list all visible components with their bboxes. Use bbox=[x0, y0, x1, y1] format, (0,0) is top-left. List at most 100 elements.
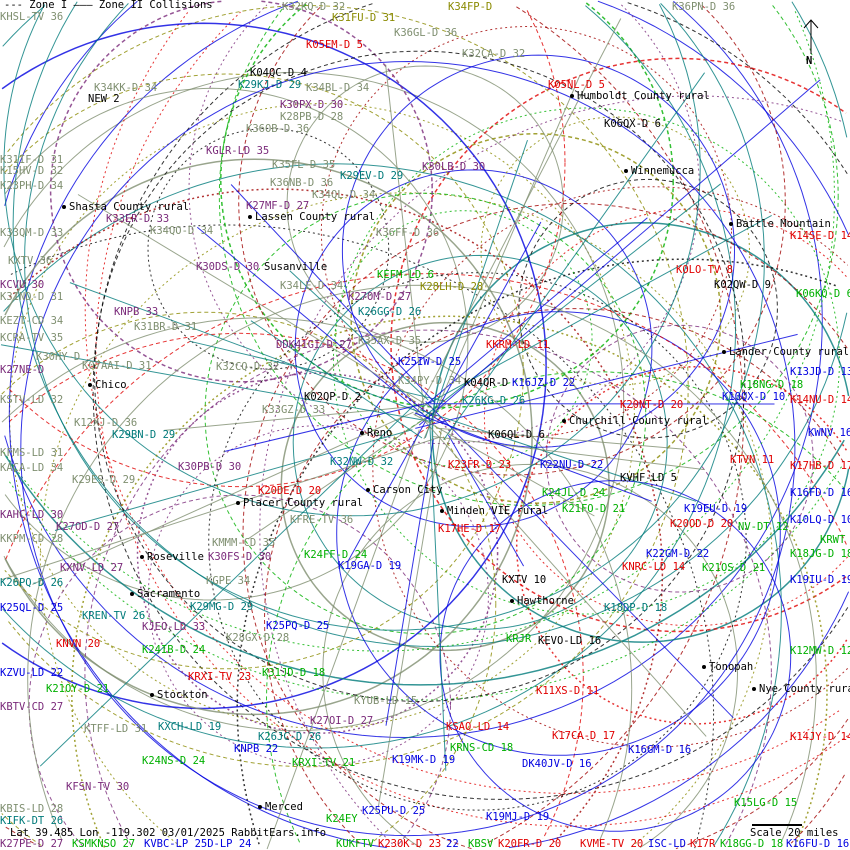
coverage-contour bbox=[781, 679, 817, 840]
city-label: Nye County rural bbox=[752, 684, 850, 695]
station-label: KRXI-TV 23 bbox=[188, 671, 252, 683]
coverage-contour bbox=[24, 3, 765, 631]
signal-path-line bbox=[427, 217, 648, 404]
station-label: KHSL-TV 36 bbox=[0, 11, 64, 23]
station-label: K31BR-D 31 bbox=[134, 321, 198, 333]
coverage-contour bbox=[286, 65, 564, 343]
station-label: K33GZ-D 33 bbox=[262, 404, 326, 416]
city-label: Winnemucca bbox=[624, 166, 694, 177]
station-label: K22NU-D 22 bbox=[540, 459, 604, 471]
coverage-contour bbox=[515, 365, 848, 725]
station-label: K17CA-D 17 bbox=[552, 730, 616, 742]
signal-path-line bbox=[425, 400, 734, 719]
station-label: K18DP-D 18 bbox=[604, 602, 668, 614]
station-label: K19MK-D 19 bbox=[392, 754, 456, 766]
signal-path-line bbox=[189, 340, 445, 402]
city-label: Humboldt County rural bbox=[570, 91, 710, 102]
station-label: KYUB-LD 15 bbox=[354, 695, 418, 707]
signal-path-line bbox=[54, 429, 413, 531]
coverage-contour bbox=[4, 825, 34, 844]
legend-zone2: ——— Zone II Collisions bbox=[73, 0, 213, 11]
signal-path-line bbox=[250, 320, 423, 439]
signal-path-line bbox=[424, 139, 528, 438]
station-label: K16FD-D 16 bbox=[790, 487, 850, 499]
station-label: K06QL-D 6 bbox=[488, 429, 545, 441]
station-label: KEZT-CD 34 bbox=[0, 315, 64, 327]
station-label: Susanville bbox=[264, 261, 328, 273]
station-label: KZVU-LD 22 bbox=[0, 667, 64, 679]
station-label: K21OS-D 21 bbox=[702, 562, 766, 574]
coverage-contour bbox=[220, 2, 674, 409]
station-label: KAHC-LD 30 bbox=[0, 509, 64, 521]
station-label: K28LH-D 28 bbox=[420, 281, 484, 293]
station-label: K27MF-D 27 bbox=[246, 200, 310, 212]
coverage-contour bbox=[793, 693, 828, 848]
station-label: KGPE 34 bbox=[206, 575, 251, 587]
coverage-contour bbox=[439, 480, 792, 832]
station-label: KWNV 16 bbox=[808, 427, 850, 439]
scale-label: Scale 20 miles bbox=[750, 827, 839, 839]
coverage-contour bbox=[553, 574, 664, 843]
coverage-contour bbox=[713, 609, 782, 847]
station-label: K14JY-D 14 bbox=[790, 731, 850, 743]
signal-path-line bbox=[32, 411, 414, 585]
coverage-contour bbox=[136, 372, 499, 734]
station-label: KIFK-DT 26 bbox=[0, 815, 64, 827]
north-arrow-icon bbox=[803, 19, 819, 54]
coverage-contour bbox=[486, 416, 744, 844]
station-label: K24EY bbox=[326, 813, 358, 825]
station-label: K10LQ-D 10 bbox=[790, 514, 850, 526]
station-label: K26PQ-D 26 bbox=[0, 577, 64, 589]
station-label: K04QR-D bbox=[464, 377, 509, 389]
city-label: Battle Mountain bbox=[729, 219, 831, 230]
signal-path-line bbox=[289, 270, 429, 401]
station-label: K26GG-D 26 bbox=[358, 306, 422, 318]
station-label: K31IF-D 31 bbox=[0, 154, 64, 166]
station-label: K36NB-D 36 bbox=[270, 177, 334, 189]
station-label: K26JC-D 26 bbox=[258, 731, 322, 743]
city-label: Placer County rural bbox=[236, 498, 363, 509]
coverage-contour bbox=[335, 210, 593, 468]
station-label: K23OK-D 23 bbox=[378, 838, 442, 850]
station-label: KFMS-LD 31 bbox=[0, 447, 64, 459]
station-label: K36OB-D 36 bbox=[246, 123, 310, 135]
city-label: Roseville bbox=[140, 552, 204, 563]
city-label: Hawthorne bbox=[510, 596, 574, 607]
signal-path-line bbox=[447, 434, 525, 567]
coverage-contour bbox=[12, 1, 848, 648]
coverage-contour bbox=[675, 718, 849, 850]
coverage-contour bbox=[4, 436, 533, 716]
coverage-contour bbox=[701, 4, 786, 202]
signal-path-line bbox=[443, 72, 706, 441]
station-label: K27OI-D 27 bbox=[310, 715, 374, 727]
station-label: K30PB-D 30 bbox=[178, 461, 242, 473]
coverage-contour bbox=[794, 11, 835, 197]
station-label: K26KG-D 26 bbox=[462, 395, 526, 407]
coverage-contour bbox=[4, 344, 469, 601]
station-label: KSTV-LD 32 bbox=[0, 394, 64, 406]
station-label: K16GM-D 16 bbox=[628, 744, 692, 756]
station-label: ISC-LD bbox=[648, 838, 686, 850]
signal-path-line bbox=[422, 214, 772, 407]
station-label: K29MG-D 29 bbox=[190, 601, 254, 613]
station-label: K04QC-D 4 bbox=[250, 67, 307, 79]
station-label: KNRC-LD 14 bbox=[622, 561, 686, 573]
station-label: K16FU-D 16 bbox=[786, 838, 850, 850]
station-label: K34KK-D 34 bbox=[94, 82, 158, 94]
station-label: K25PU-D 25 bbox=[362, 805, 426, 817]
station-label: K24NS-D 24 bbox=[142, 755, 206, 767]
signal-path-line bbox=[423, 75, 581, 440]
signal-path-line bbox=[428, 412, 447, 771]
station-label: K02QP-D 2 bbox=[304, 391, 361, 403]
signal-path-line bbox=[77, 194, 434, 410]
coverage-contour bbox=[772, 5, 839, 196]
coverage-contour bbox=[7, 4, 689, 387]
station-label: K32NW-D 32 bbox=[330, 456, 394, 468]
station-label: KEFM-LD 6 bbox=[377, 269, 434, 281]
coverage-contour bbox=[208, 272, 747, 811]
station-label: K19MJ-D 19 bbox=[486, 811, 550, 823]
station-label: K30LB-D 30 bbox=[422, 161, 486, 173]
station-label: K21OY-D 21 bbox=[46, 683, 110, 695]
